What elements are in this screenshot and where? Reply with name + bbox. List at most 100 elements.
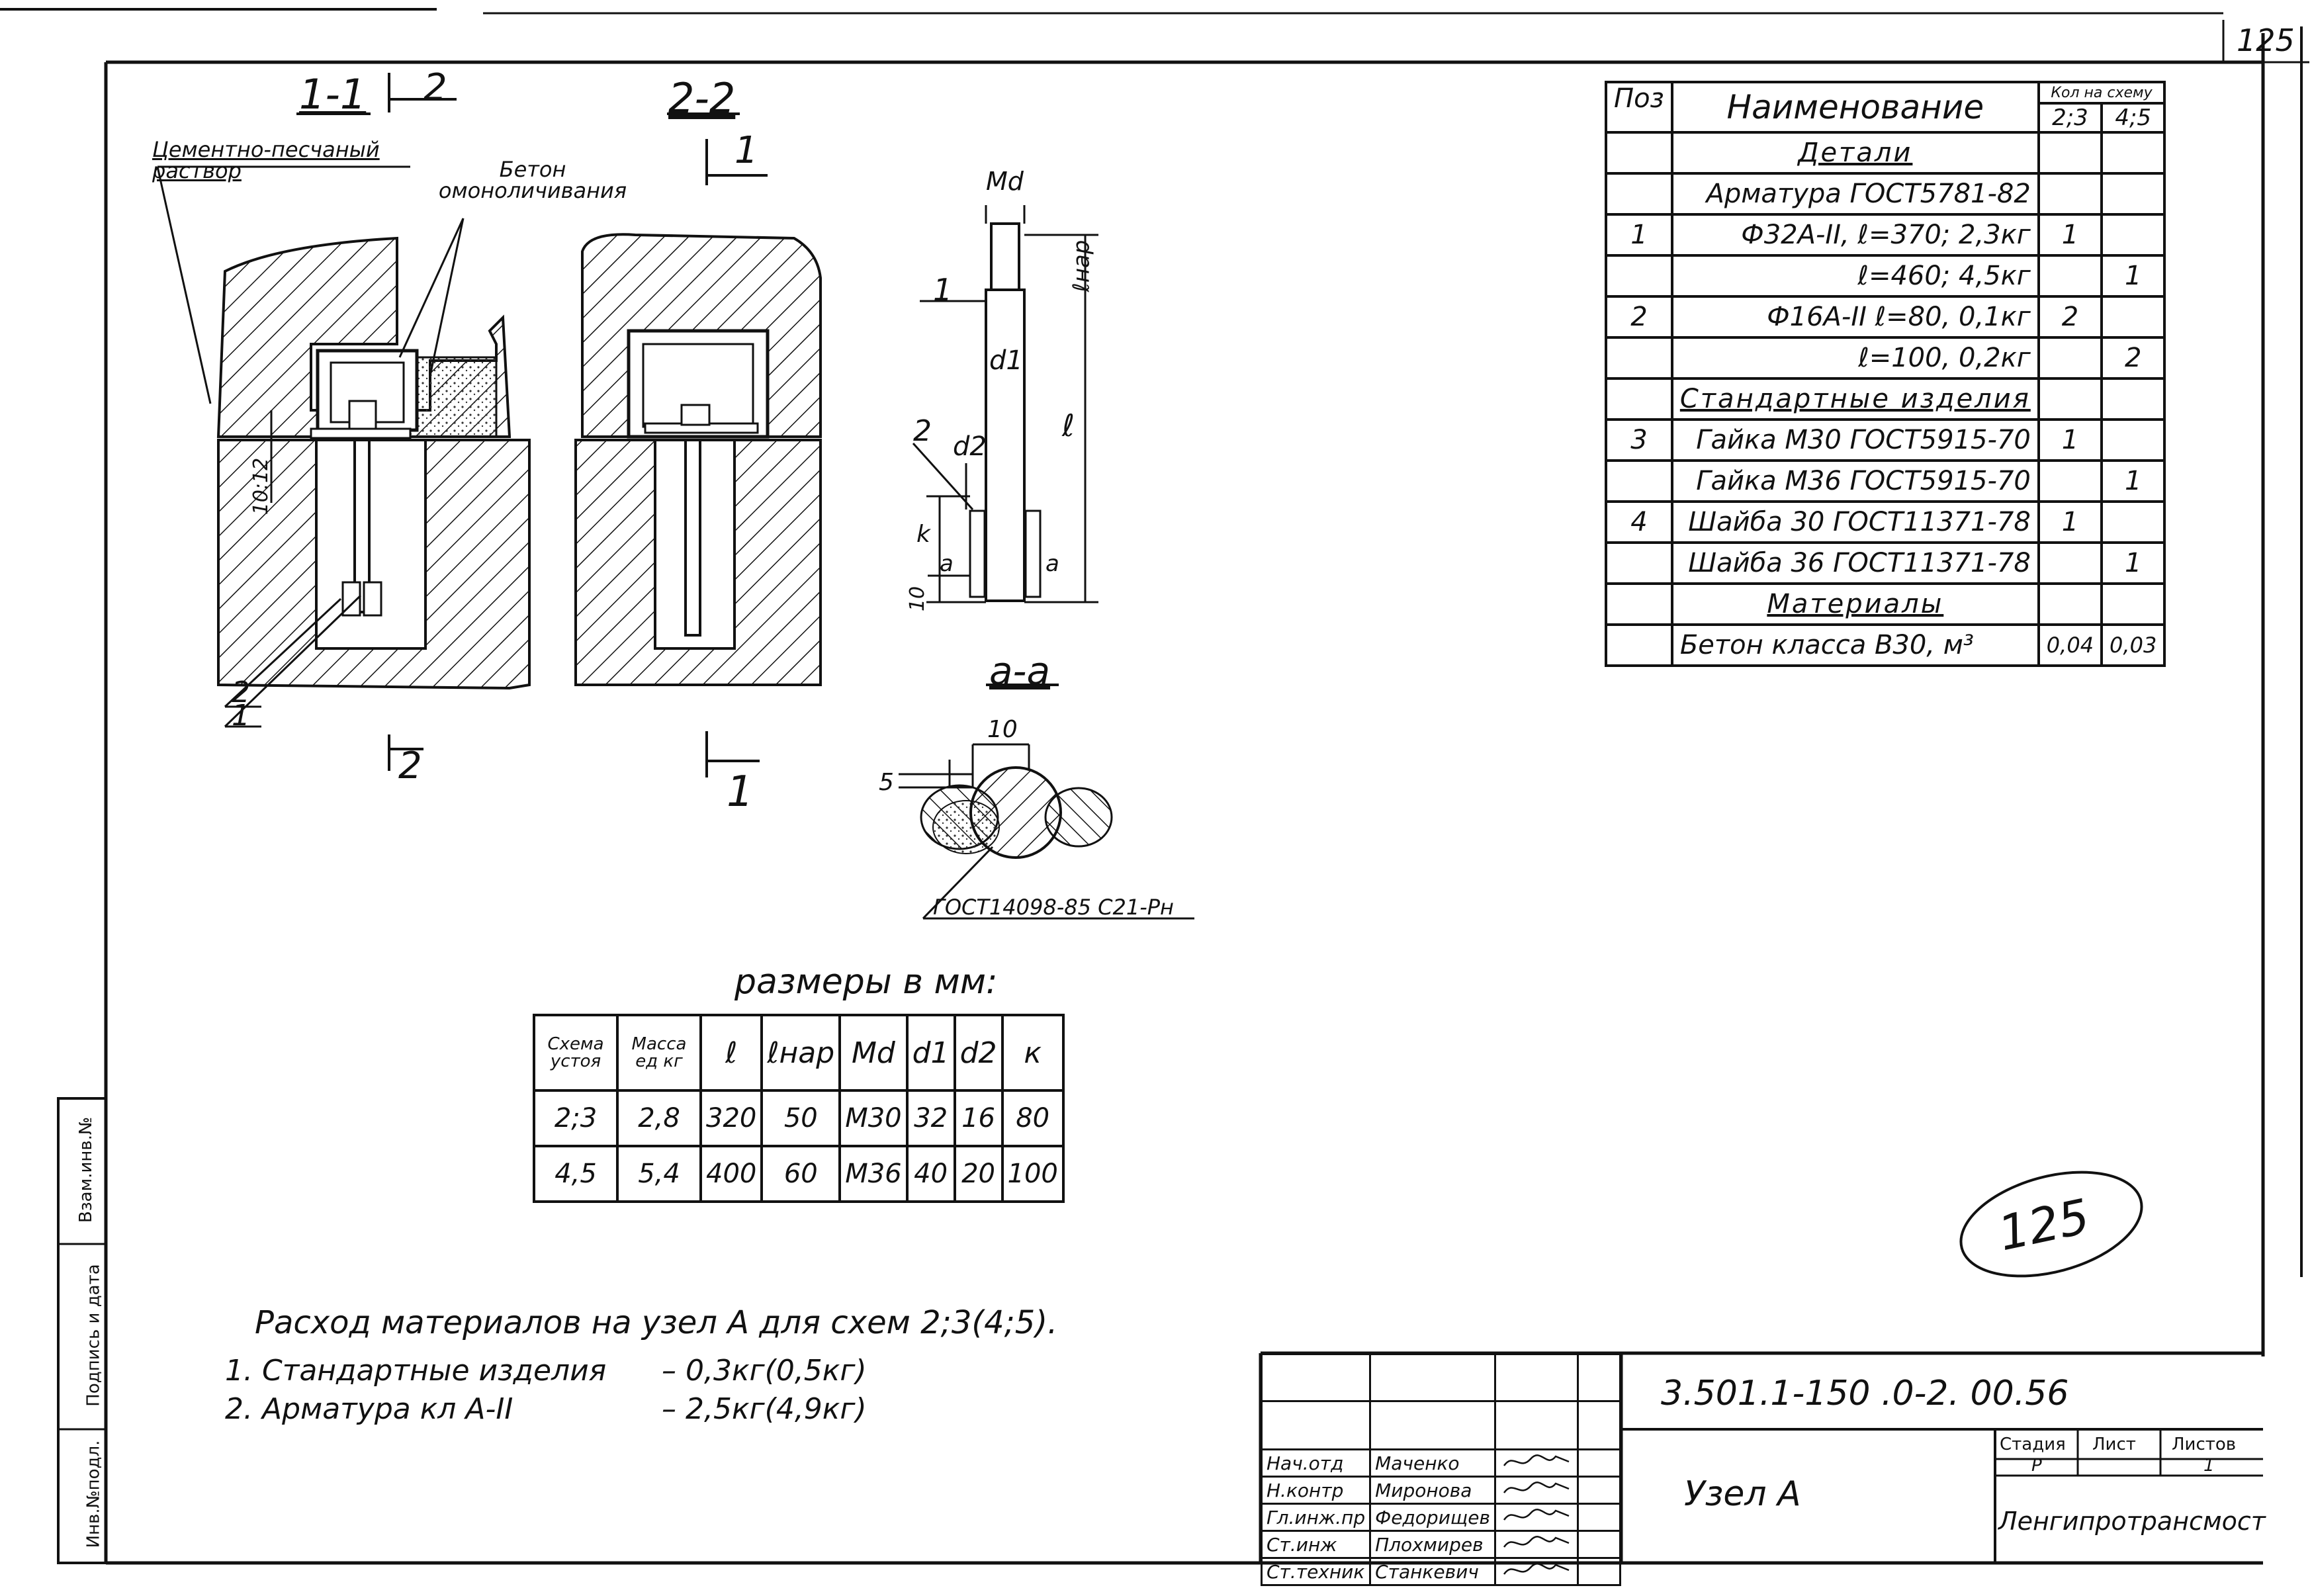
spec-cell-q1 [2037,541,2104,585]
spec-cell-q2: 1 [2100,459,2166,503]
materials-title: Расход материалов на узел А для схем 2;3… [255,1304,1058,1341]
spec-header-q2: 4;5 [2100,102,2166,134]
dim-10-12: 10:12 [249,457,273,515]
spec-cell-q1 [2037,172,2104,216]
dims-cell: 20 [953,1145,1004,1203]
sheets-label: Листов [2172,1435,2237,1454]
spec-cell-q1: 0,04 [2037,623,2104,667]
section-1-1-drawing [156,73,531,771]
sheets-value: 1 [2203,1456,2215,1476]
sheet-label: Лист [2092,1435,2136,1454]
materials-line-2-label: 2. Арматура кл А-II [225,1392,513,1426]
weld-spec: ГОСТ14098-85 С21-Рн [933,895,1174,920]
spec-row: Материалы [1605,582,2166,626]
pos-2-left: 2 [232,676,250,709]
callout-concrete: Бетон омоноличивания [438,157,627,203]
spec-cell-q2 [2100,131,2166,175]
section-2-2-drawing [574,112,822,777]
signature-scribble [1503,1562,1570,1575]
label-d1: d1 [989,345,1023,376]
stage-label: Стадия [2000,1435,2066,1454]
stamp-signature [1494,1557,1579,1586]
dims-cell: 400 [699,1145,764,1203]
spec-cell-q1: 1 [2037,418,2104,462]
spec-cell-q1: 1 [2037,213,2104,257]
stamp-cell [1577,1353,1621,1402]
stamp-date [1577,1530,1621,1559]
spec-cell-name: Ф16А-II ℓ=80, 0,1кг [1670,295,2040,339]
spec-header-q1: 2;3 [2037,102,2104,134]
dims-cell: 40 [905,1145,956,1203]
dims-cell: М30 [838,1089,909,1147]
dims-cell: 5,4 [616,1145,702,1203]
label-a-right: a [1045,551,1059,577]
spec-cell-pos: 2 [1605,295,1673,339]
side-stamp-frame [57,1097,107,1564]
spec-cell-name: Детали [1670,131,2040,175]
label-10-bar: 10 [906,586,930,612]
spec-cell-q2 [2100,582,2166,626]
stamp-role: Ст.инж [1260,1530,1372,1559]
stamp-cell [1494,1400,1579,1450]
spec-cell-q2: 0,03 [2100,623,2166,667]
spec-cell-pos: 3 [1605,418,1673,462]
spec-cell-q2 [2100,172,2166,216]
dims-cell: М36 [838,1145,909,1203]
signature-scribble [1503,1508,1570,1521]
circle-stamp [1959,1171,2143,1278]
label-5-weld: 5 [879,769,894,796]
stamp-cell [1577,1400,1621,1450]
signature-scribble [1503,1454,1570,1466]
section-label-2-2: 2-2 [668,74,736,122]
spec-cell-q1 [2037,131,2104,175]
stamp-date [1577,1557,1621,1586]
stage-value: Р [2031,1456,2042,1476]
signature-scribble [1503,1535,1570,1548]
spec-cell-q2 [2100,213,2166,257]
dims-header-cell: ℓ [699,1014,764,1092]
stamp-surname: Плохмирев [1369,1530,1497,1559]
spec-cell-q1: 1 [2037,500,2104,544]
dims-header-cell: к [1000,1014,1065,1092]
cut-label-2-bottom: 2 [398,744,422,787]
label-lnar: ℓнар [1068,240,1095,292]
spec-cell-name: ℓ=100, 0,2кг [1670,336,2040,380]
spec-cell-q1 [2037,254,2104,298]
spec-cell-name: Гайка М30 ГОСТ5915-70 [1670,418,2040,462]
cut-label-1-top: 1 [734,129,758,172]
dims-cell: 4,5 [533,1145,619,1203]
organization: Ленгипротрансмост [1998,1507,2266,1536]
callout-mortar: Цементно-песчаный раствор [152,137,380,183]
materials-line-2-value: – 2,5кг(4,9кг) [662,1392,867,1426]
document-name: Узел А [1684,1474,1801,1514]
signature-scribble [1503,1481,1570,1493]
spec-cell-pos: 1 [1605,213,1673,257]
side-stamp-vzam: Взам.инв.№ [76,1117,96,1223]
label-10-weld: 10 [987,716,1018,743]
materials-line-1-value: – 0,3кг(0,5кг) [662,1354,867,1388]
spec-cell-q2 [2100,377,2166,421]
stamp-cell [1260,1400,1372,1450]
title-block-frame [1259,1351,2263,1563]
cut-label-1-bottom: 1 [727,768,754,817]
dims-cell: 2;3 [533,1089,619,1147]
label-k: k [916,521,930,548]
dims-header-cell: d2 [953,1014,1004,1092]
stamp-role: Ст.техник [1260,1557,1372,1586]
stamp-signature [1494,1503,1579,1532]
spec-cell-name: Ф32А-II, ℓ=370; 2,3кг [1670,213,2040,257]
stamp-signature [1494,1448,1579,1478]
stamp-cell [1369,1353,1497,1402]
spec-cell-q1 [2037,377,2104,421]
